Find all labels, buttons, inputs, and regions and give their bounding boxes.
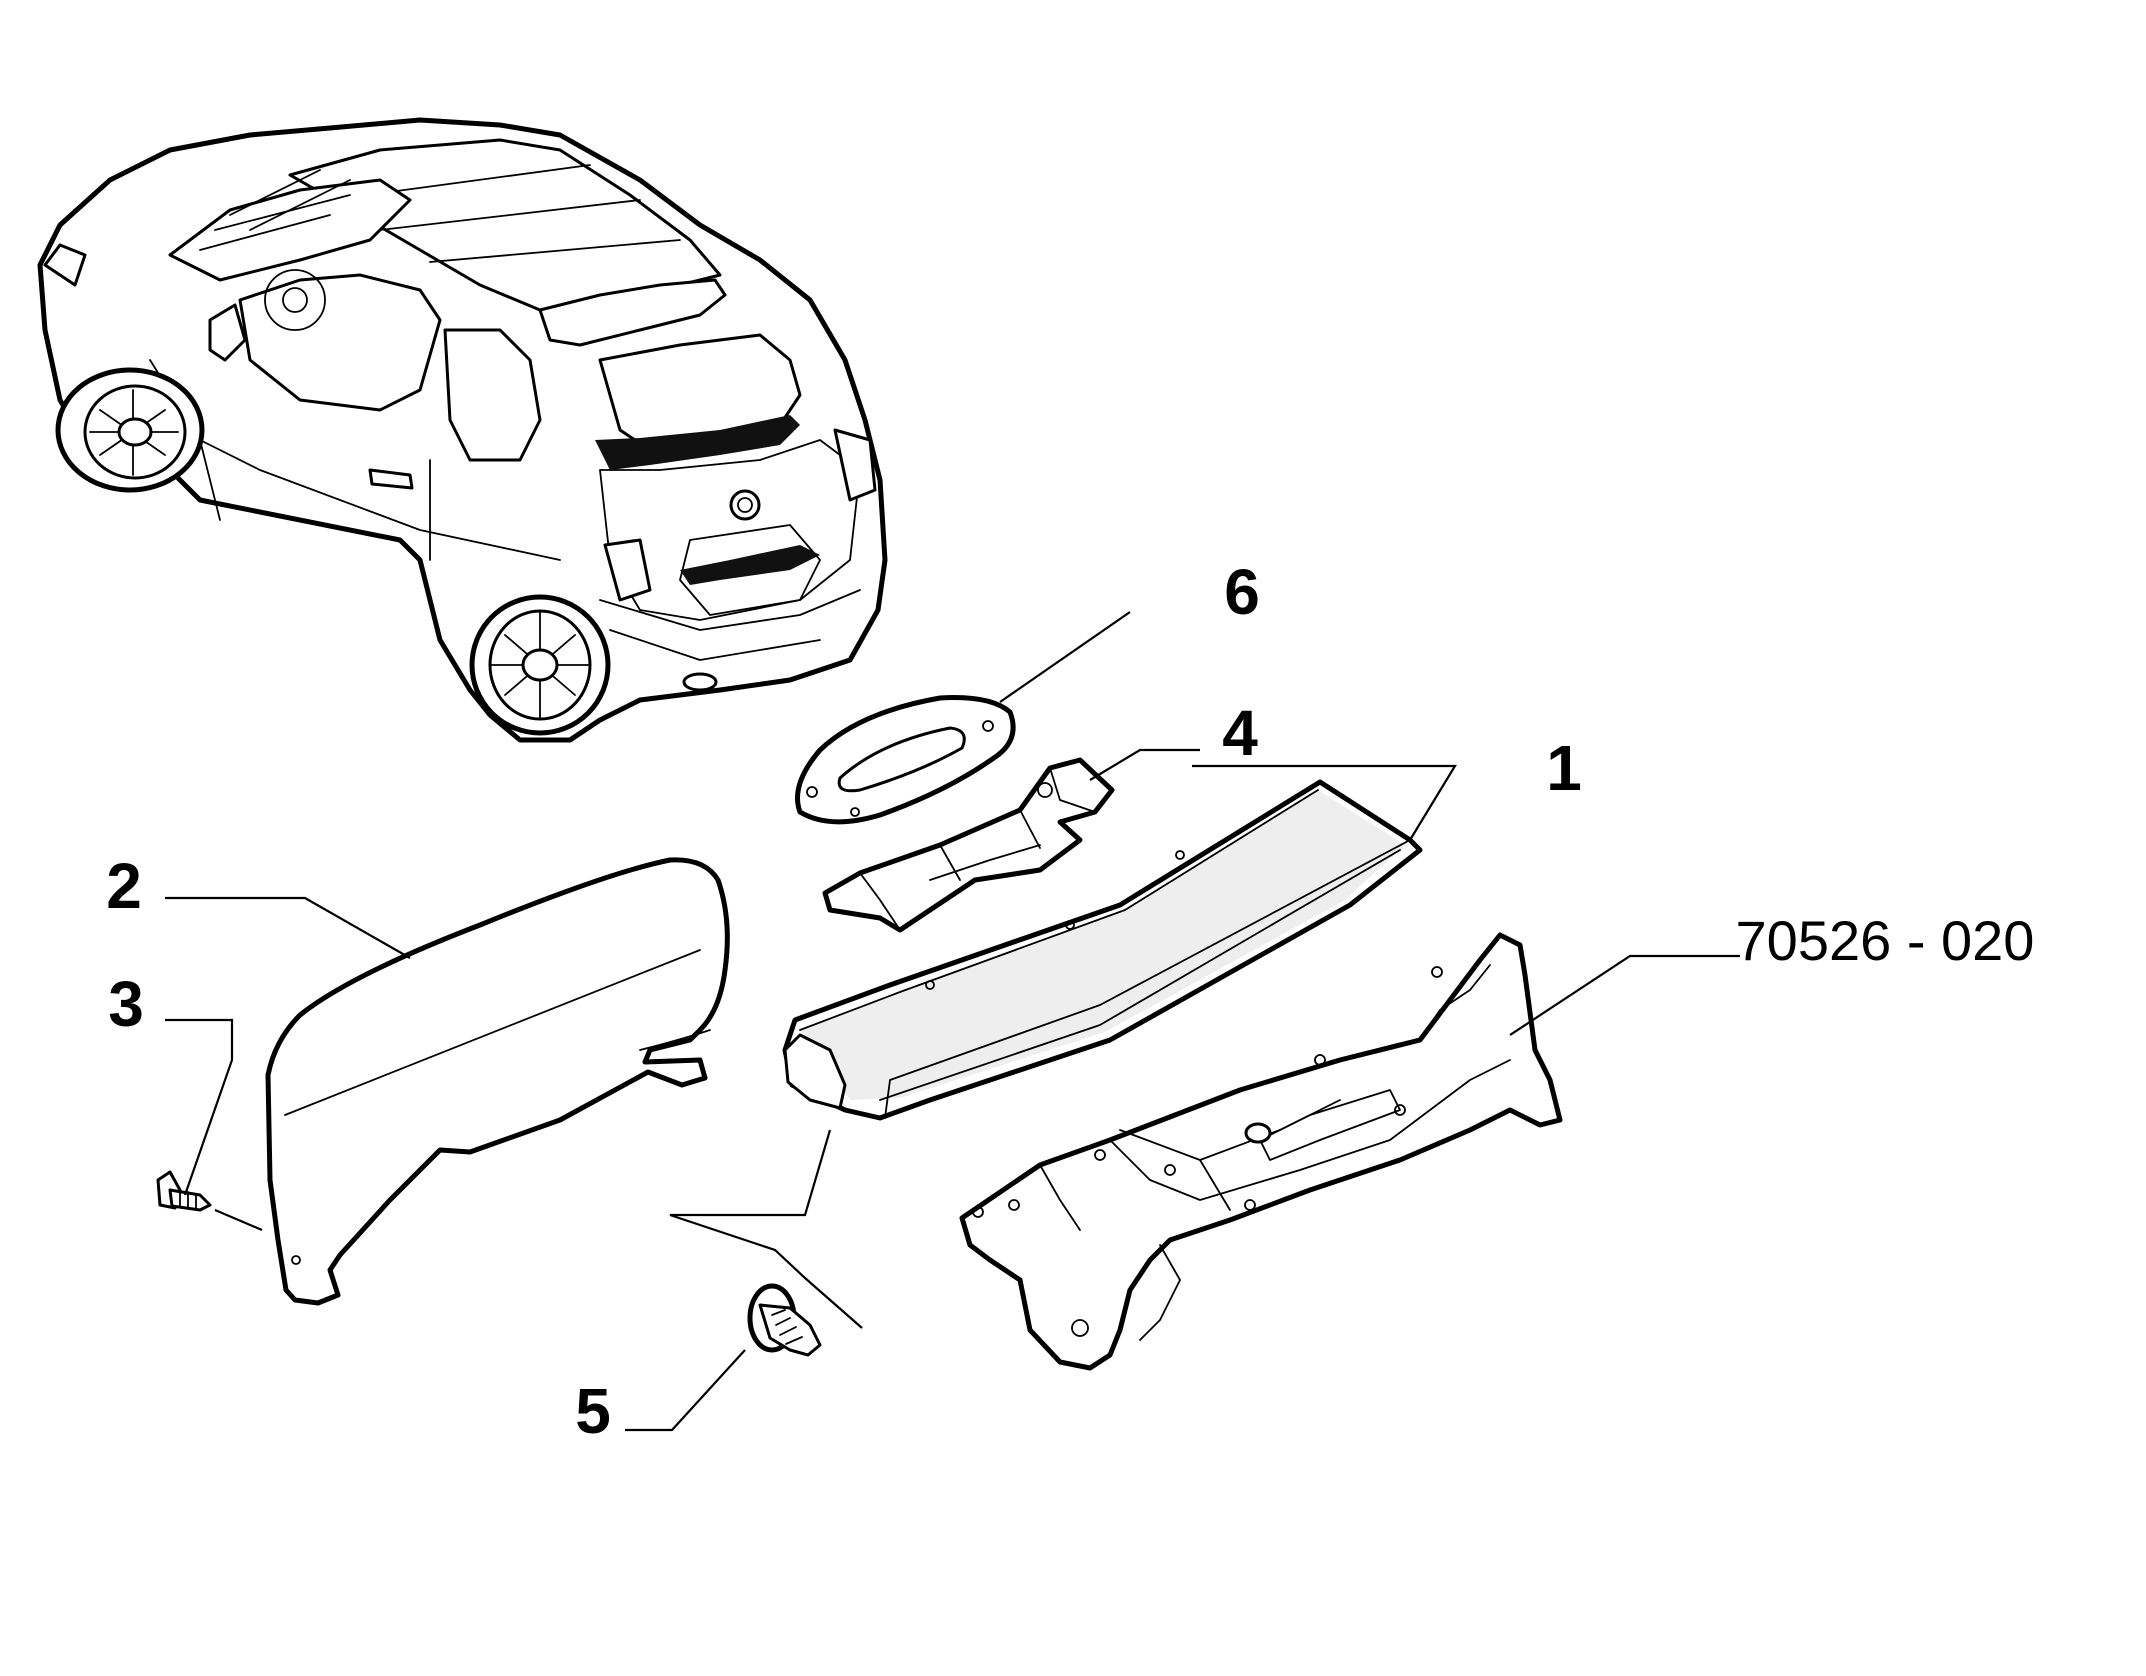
- callout-labels: 1 2 3 4 5 6 70526 - 020: [106, 556, 2034, 1447]
- callout-label-5: 5: [575, 1375, 611, 1447]
- callout-label-1: 1: [1546, 732, 1582, 804]
- part-2-side-trim: [265, 857, 730, 1306]
- callout-label-4: 4: [1222, 697, 1258, 769]
- part-1-parcel-shelf: [782, 779, 1423, 1121]
- drawing-code-label: 70526 - 020: [1736, 909, 2035, 972]
- part-6-cover: [795, 695, 1016, 825]
- callout-label-3: 3: [108, 968, 144, 1040]
- part-3-screw: [156, 1170, 212, 1212]
- car-illustration: [37, 117, 888, 743]
- callout-label-6: 6: [1224, 556, 1260, 628]
- part-4-bracket: [822, 757, 1115, 933]
- leader-lines: [165, 611, 1740, 1432]
- part-5-clip: [747, 1283, 822, 1357]
- part-70526-020-floor-panel: [959, 932, 1563, 1371]
- callout-label-2: 2: [106, 850, 142, 922]
